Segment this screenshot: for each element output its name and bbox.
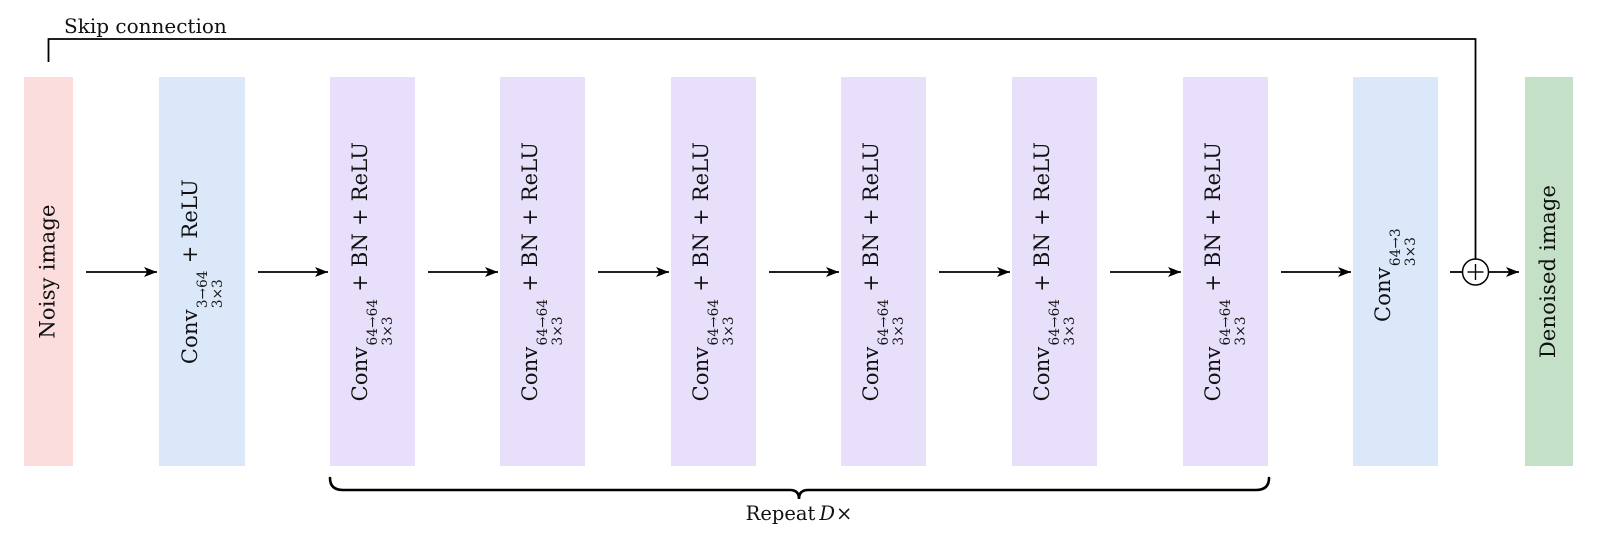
- noisy-image-label: Noisy image: [36, 204, 60, 339]
- skip-connection-line: [47, 38, 1477, 259]
- skip-connection-label: Skip connection: [64, 14, 227, 38]
- plus-in-circle-icon: [1461, 258, 1490, 286]
- noisy-image-block: Noisy image: [24, 77, 73, 466]
- denoised-image-label: Denoised image: [1536, 184, 1561, 359]
- repeat-variable: D: [819, 502, 836, 525]
- repeat-brace: [328, 476, 1271, 500]
- denoised-image-block: Denoised image: [1525, 77, 1573, 466]
